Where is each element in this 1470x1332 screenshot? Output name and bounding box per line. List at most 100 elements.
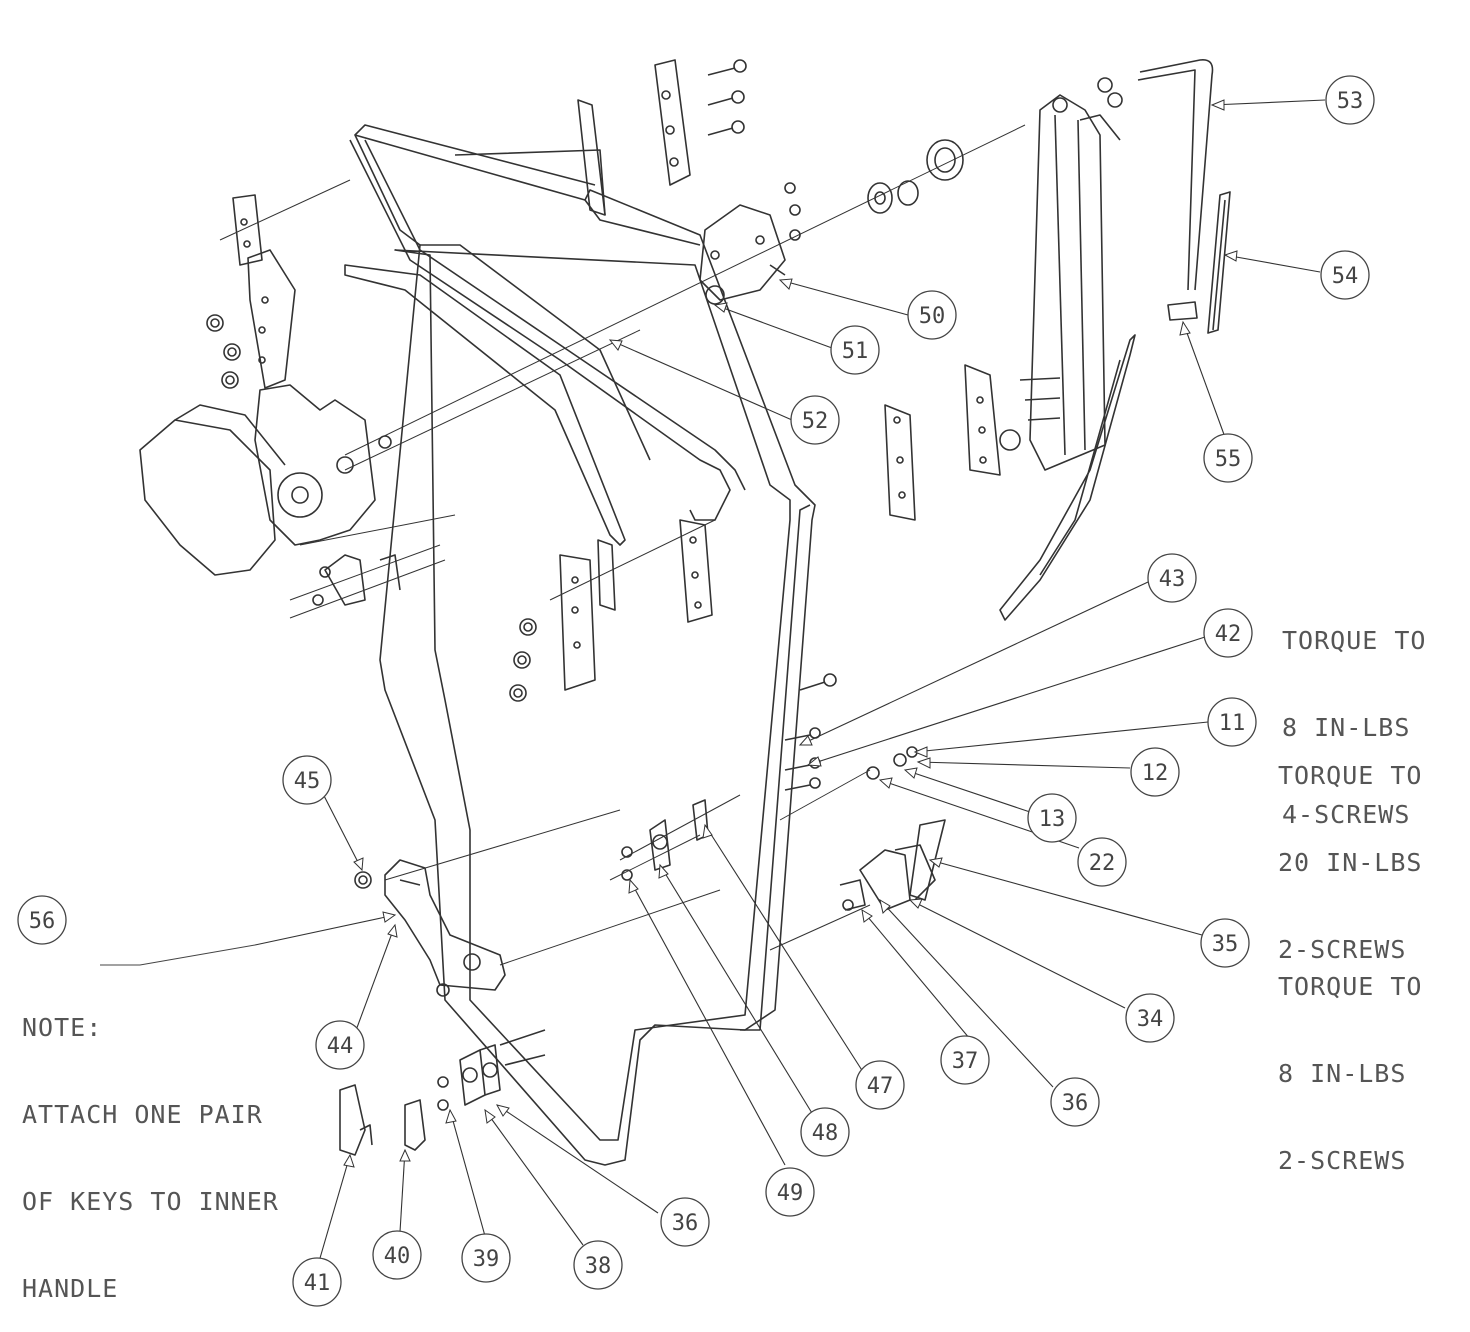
callout-52: 52 <box>790 395 840 445</box>
callout-48: 48 <box>800 1107 850 1157</box>
center-plate-left <box>559 539 616 691</box>
pivot-bracket <box>699 204 786 305</box>
callout-52-label: 52 <box>802 409 829 434</box>
callout-12: 12 <box>1130 747 1180 797</box>
callout-13: 13 <box>1027 793 1077 843</box>
note-line: 2-SCREWS <box>1278 1146 1407 1175</box>
center-plate-right <box>679 519 713 623</box>
callout-42: 42 <box>1203 608 1253 658</box>
callout-44-label: 44 <box>327 1034 354 1059</box>
callout-13-label: 13 <box>1039 807 1066 832</box>
callout-41: 41 <box>292 1257 342 1307</box>
left-nuts <box>206 314 241 389</box>
callout-12-label: 12 <box>1142 761 1169 786</box>
callout-47: 47 <box>855 1060 905 1110</box>
note-line: 4-SCREWS <box>1282 800 1411 829</box>
callout-50: 50 <box>907 290 957 340</box>
note-torque-8-2screws: TORQUE TO 8 IN-LBS 2-SCREWS <box>1278 914 1422 1204</box>
callout-22: 22 <box>1077 837 1127 887</box>
callout-55-label: 55 <box>1215 447 1242 472</box>
callout-54-label: 54 <box>1332 264 1359 289</box>
latch-screws <box>784 673 918 791</box>
callout-42-label: 42 <box>1215 622 1242 647</box>
arm-nuts <box>1097 77 1123 108</box>
leader-arrowheads <box>343 99 1238 1168</box>
window-motor <box>139 384 392 576</box>
callout-35: 35 <box>1200 918 1250 968</box>
glass-seal <box>999 334 1136 621</box>
hinge-plate-top <box>654 59 691 186</box>
key-40 <box>404 1099 426 1151</box>
callout-40-label: 40 <box>384 1244 411 1269</box>
callout-51: 51 <box>830 325 880 375</box>
callout-37-label: 37 <box>952 1049 979 1074</box>
callout-22-label: 22 <box>1089 851 1116 876</box>
weatherstrip <box>1207 191 1231 334</box>
callout-39: 39 <box>461 1233 511 1283</box>
clip <box>1167 301 1198 321</box>
callout-48-label: 48 <box>812 1121 839 1146</box>
plate-right-2 <box>884 404 916 521</box>
pivot-washers <box>784 139 964 241</box>
callout-41-label: 41 <box>304 1271 331 1296</box>
note-line: TORQUE TO <box>1278 972 1423 1001</box>
callout-45: 45 <box>282 755 332 805</box>
callout-53-label: 53 <box>1337 89 1364 114</box>
callout-39-label: 39 <box>473 1247 500 1272</box>
callout-11-label: 11 <box>1219 711 1246 736</box>
callout-47-label: 47 <box>867 1074 894 1099</box>
leader-lines <box>254 99 1326 1266</box>
hinge-plate-upper-left <box>577 99 606 216</box>
callout-43-label: 43 <box>1159 567 1186 592</box>
callout-34-label: 34 <box>1137 1007 1164 1032</box>
assembly-lines <box>219 124 1026 966</box>
note-line: OF KEYS TO INNER <box>22 1187 279 1216</box>
note-line: HANDLE <box>22 1274 119 1303</box>
callout-38-label: 38 <box>585 1254 612 1279</box>
regulator-arm <box>999 94 1121 471</box>
inner-handle <box>384 859 506 997</box>
callout-36-left-label: 36 <box>672 1211 699 1236</box>
latch-assembly <box>839 819 946 911</box>
note-attach-keys: NOTE: ATTACH ONE PAIR OF KEYS TO INNER H… <box>22 955 279 1332</box>
rod <box>1137 58 1214 291</box>
callout-44: 44 <box>315 1020 365 1070</box>
center-nuts <box>509 618 537 702</box>
callout-54: 54 <box>1320 250 1370 300</box>
callout-55: 55 <box>1203 433 1253 483</box>
callout-43: 43 <box>1147 553 1197 603</box>
callout-56-label: 56 <box>29 909 56 934</box>
callout-45-label: 45 <box>294 769 321 794</box>
note-torque-8-4screws: TORQUE TO 8 IN-LBS 4-SCREWS <box>1282 568 1426 858</box>
callout-53: 53 <box>1325 75 1375 125</box>
callout-36-left: 36 <box>660 1197 710 1247</box>
callout-49: 49 <box>765 1167 815 1217</box>
note-line: 8 IN-LBS <box>1278 1059 1407 1088</box>
hinge-plate-left-1 <box>232 194 263 266</box>
callout-balloons: 53 54 50 51 52 55 43 42 11 12 13 22 35 3… <box>17 75 1375 1307</box>
note-line: TORQUE TO <box>1278 761 1423 790</box>
callout-51-label: 51 <box>842 339 869 364</box>
note-line: NOTE: <box>22 1013 103 1042</box>
hinge-plate-left-2 <box>247 249 296 389</box>
plate-right-1 <box>964 364 1001 476</box>
note-dash <box>100 944 256 966</box>
note-line: 8 IN-LBS <box>1282 713 1411 742</box>
callout-37: 37 <box>940 1035 990 1085</box>
handle-nut <box>354 871 372 889</box>
note-line: 20 IN-LBS <box>1278 848 1423 877</box>
callout-36-right-label: 36 <box>1062 1091 1089 1116</box>
callout-40: 40 <box>372 1230 422 1280</box>
note-line: ATTACH ONE PAIR <box>22 1100 263 1129</box>
key-plates <box>437 1029 546 1111</box>
motor-bracket <box>312 554 401 606</box>
key-41 <box>339 1084 373 1156</box>
note-line: TORQUE TO <box>1282 626 1427 655</box>
note-line: 2-SCREWS <box>1278 935 1407 964</box>
callout-38: 38 <box>573 1240 623 1290</box>
callout-36-right: 36 <box>1050 1077 1100 1127</box>
inner-brace-bars <box>344 139 746 546</box>
callout-34: 34 <box>1125 993 1175 1043</box>
callout-49-label: 49 <box>777 1181 804 1206</box>
